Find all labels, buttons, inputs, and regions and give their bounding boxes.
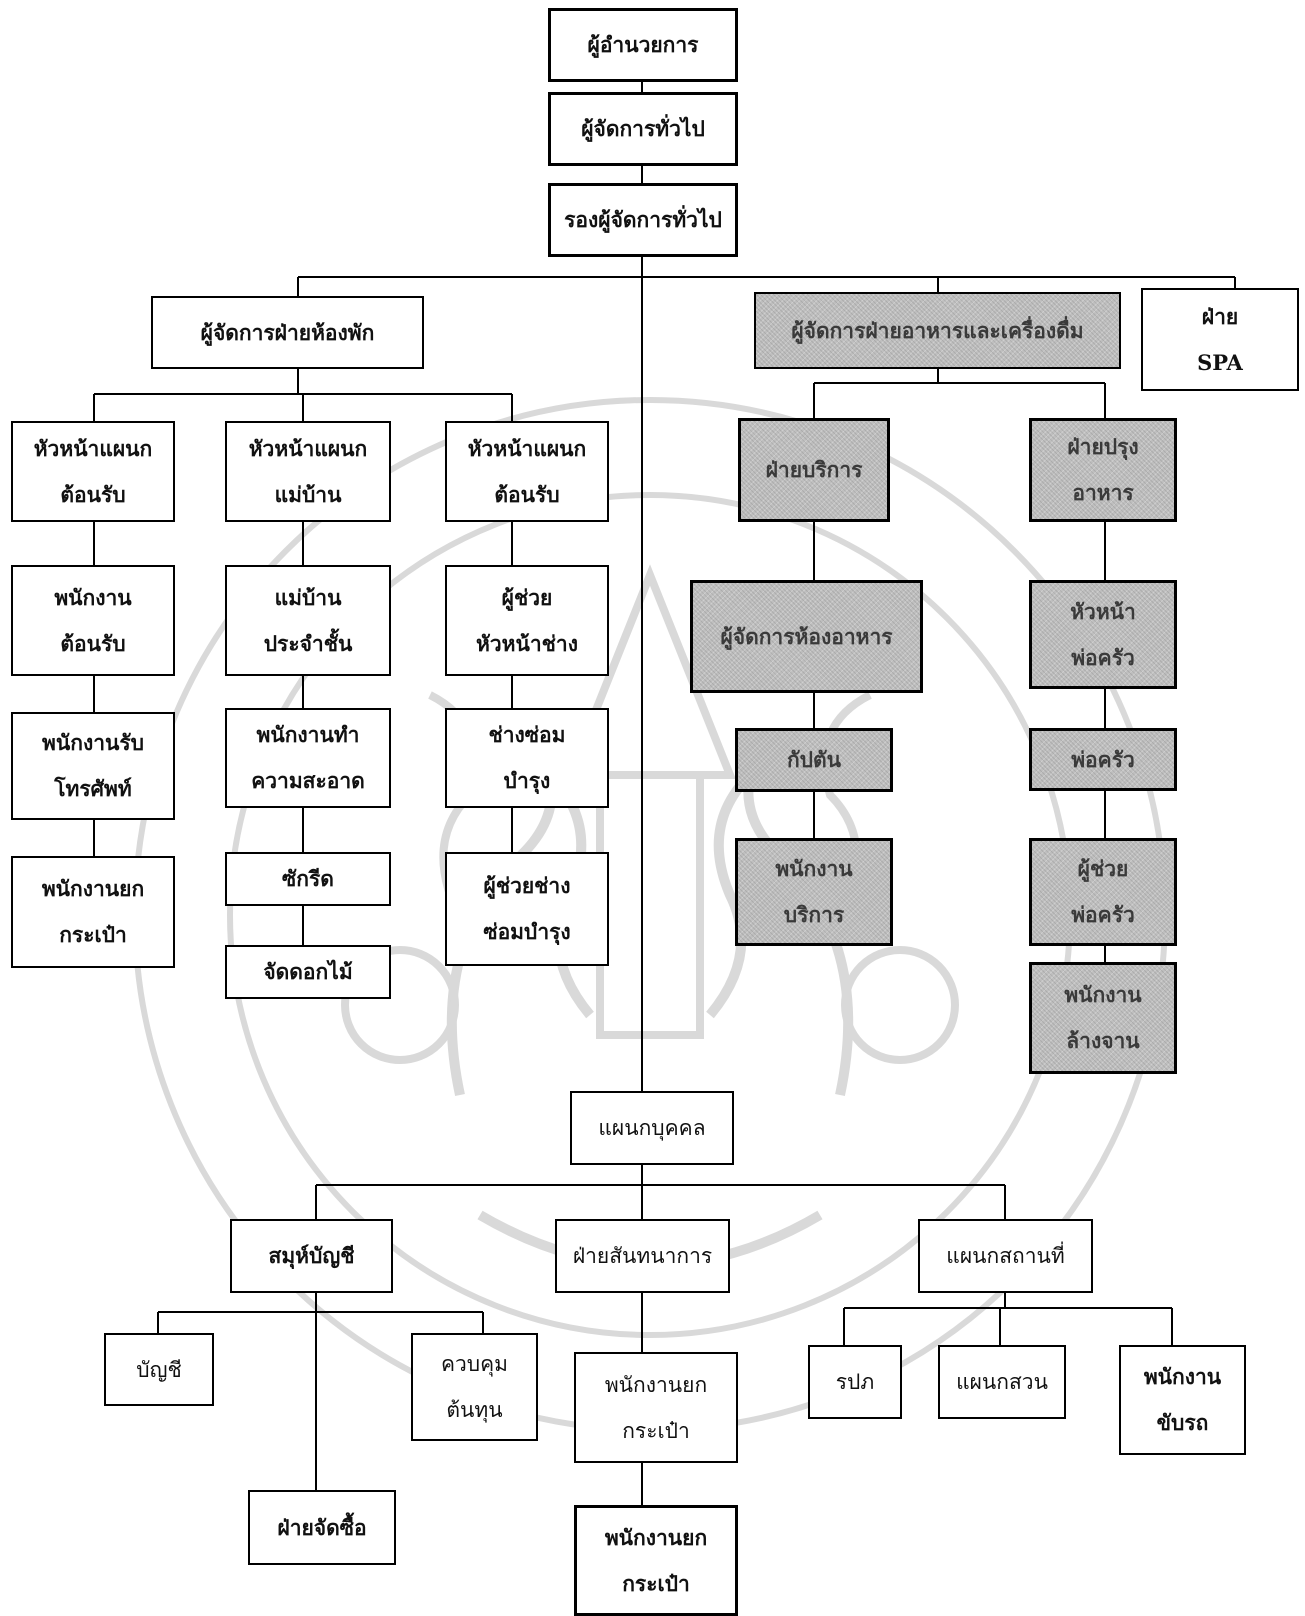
premises-dept-box: แผนกสถานที่ [918, 1219, 1093, 1293]
service-staff-box: พนักงาน บริการ [735, 838, 893, 946]
service-dept-box: ฝ่ายบริการ [738, 418, 890, 522]
rooms-manager-box: ผู้จัดการฝ่ายห้องพัก [151, 296, 424, 369]
food-beverage-manager-box: ผู้จัดการฝ่ายอาหารและเครื่องดื่ม [754, 292, 1121, 369]
assistant-gm-box: รองผู้จัดการทั่วไป [548, 183, 738, 257]
restaurant-manager-box: ผู้จัดการห้องอาหาร [690, 580, 923, 693]
assistant-chief-technician-box: ผู้ช่วย หัวหน้าช่าง [445, 565, 609, 676]
recreation-porter-2-box: พนักงานยก กระเป๋า [574, 1505, 738, 1616]
recreation-porter-box: พนักงานยก กระเป๋า [574, 1352, 738, 1463]
chief-accountant-box: สมุห์บัญชี [230, 1219, 393, 1293]
florist-box: จัดดอกไม้ [225, 945, 391, 999]
front-desk-head-2-box: หัวหน้าแผนก ต้อนรับ [445, 421, 609, 522]
bellboy-box: พนักงานยก กระเป๋า [11, 856, 175, 968]
receptionist-box: พนักงาน ต้อนรับ [11, 565, 175, 676]
floor-maid-box: แม่บ้าน ประจำชั้น [225, 565, 391, 676]
kitchen-dept-box: ฝ่ายปรุง อาหาร [1029, 418, 1177, 522]
garden-dept-box: แผนกสวน [938, 1345, 1066, 1419]
assistant-maintenance-box: ผู้ช่วยช่าง ซ่อมบำรุง [445, 852, 609, 966]
laundry-box: ซักรีด [225, 852, 391, 906]
chef-box: พ่อครัว [1029, 728, 1177, 791]
director-box: ผู้อำนวยการ [548, 8, 738, 82]
captain-box: กัปตัน [735, 728, 893, 792]
driver-box: พนักงาน ขับรถ [1119, 1345, 1246, 1455]
accounting-box: บัญชี [104, 1333, 214, 1406]
security-box: รปภ [808, 1345, 902, 1419]
recreation-dept-box: ฝ่ายสันทนาการ [555, 1219, 730, 1293]
head-chef-box: หัวหน้า พ่อครัว [1029, 580, 1177, 689]
telephone-operator-box: พนักงานรับ โทรศัพท์ [11, 712, 175, 820]
general-manager-box: ผู้จัดการทั่วไป [548, 92, 738, 166]
front-desk-head-box: หัวหน้าแผนก ต้อนรับ [11, 421, 175, 522]
dishwasher-box: พนักงาน ล้างจาน [1029, 962, 1177, 1074]
cost-control-box: ควบคุม ต้นทุน [411, 1333, 538, 1441]
housekeeping-head-box: หัวหน้าแผนก แม่บ้าน [225, 421, 391, 522]
cleaner-box: พนักงานทำ ความสะอาด [225, 708, 391, 808]
personnel-head-box: แผนกบุคคล [570, 1091, 734, 1165]
spa-box: ฝ่าย SPA [1141, 288, 1299, 391]
purchasing-box: ฝ่ายจัดซื้อ [248, 1490, 396, 1565]
maintenance-technician-box: ช่างซ่อม บำรุง [445, 708, 609, 808]
assistant-chef-box: ผู้ช่วย พ่อครัว [1029, 838, 1177, 946]
